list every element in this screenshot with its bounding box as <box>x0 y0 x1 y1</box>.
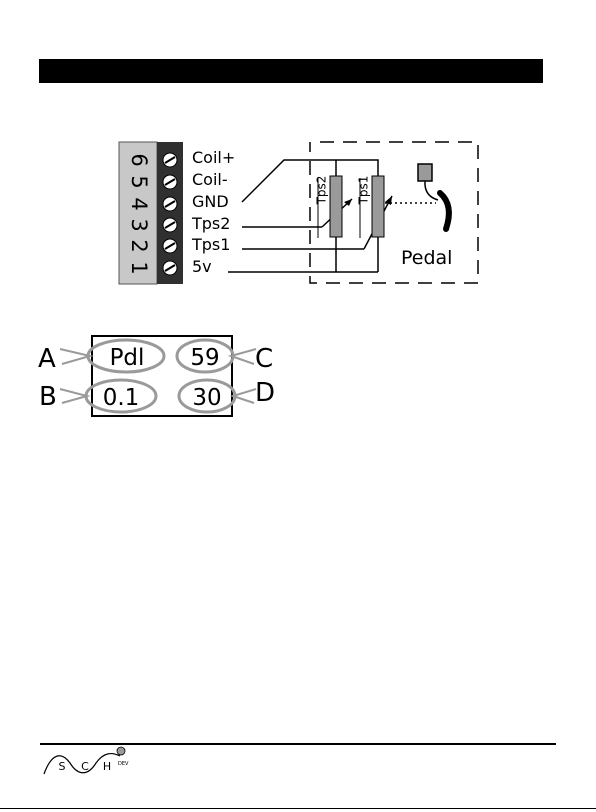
pin-labels: Coil+ Coil- GND Tps2 Tps1 5v <box>191 148 235 276</box>
pointer-c <box>231 349 256 364</box>
pin-number-3: 3 <box>127 218 151 231</box>
logo-letter-s: S <box>59 760 66 773</box>
screw-icon <box>163 197 177 211</box>
pin-number-2: 2 <box>127 239 151 252</box>
display-field-a: Pdl <box>110 345 145 371</box>
screw-icon <box>163 261 177 275</box>
pedal-cable <box>425 181 438 200</box>
pin-label-coil-minus: Coil- <box>192 170 228 189</box>
pin-label-coil-plus: Coil+ <box>192 148 235 167</box>
screw-icon <box>163 239 177 253</box>
pedal-icon <box>440 193 449 229</box>
pin-label-tps2: Tps2 <box>191 214 230 233</box>
sch-dev-logo: S C H DEV <box>44 747 129 774</box>
callout-b: B <box>39 382 57 412</box>
pin-label-tps1: Tps1 <box>191 235 230 254</box>
logo-letter-h: H <box>103 760 111 773</box>
page-bottom-edge <box>0 808 596 809</box>
logo-suffix: DEV <box>118 761 129 767</box>
tps1-label: Tps1 <box>357 176 371 206</box>
pedal-label: Pedal <box>401 247 452 269</box>
display-field-d: 30 <box>192 385 221 411</box>
display-diagram: Pdl 59 0.1 30 A B C D <box>38 336 275 416</box>
tps2-label: Tps2 <box>315 176 329 206</box>
screw-icon <box>163 175 177 189</box>
pin-label-gnd: GND <box>192 192 229 211</box>
screw-icon <box>163 153 177 167</box>
potentiometer-tps1 <box>372 176 384 237</box>
pedal-stop-block <box>418 164 432 181</box>
callout-d: D <box>255 378 275 408</box>
callout-a: A <box>38 344 56 374</box>
callout-c: C <box>255 344 273 374</box>
logo-letter-c: C <box>81 760 89 773</box>
terminal-block: 6 5 4 3 2 1 <box>119 142 183 284</box>
display-field-b: 0.1 <box>103 385 140 411</box>
pin-number-1: 1 <box>127 261 151 274</box>
potentiometer-tps2 <box>330 176 342 237</box>
pointer-b <box>60 389 87 403</box>
footer-divider <box>40 743 556 745</box>
pin-number-4: 4 <box>127 197 151 210</box>
pointer-a <box>60 349 90 364</box>
pin-number-5: 5 <box>127 175 151 188</box>
pin-label-5v: 5v <box>192 257 212 276</box>
pin-number-6: 6 <box>127 153 151 166</box>
logo-dot-icon <box>117 747 125 755</box>
screw-icon <box>163 218 177 232</box>
display-field-c: 59 <box>190 345 219 371</box>
